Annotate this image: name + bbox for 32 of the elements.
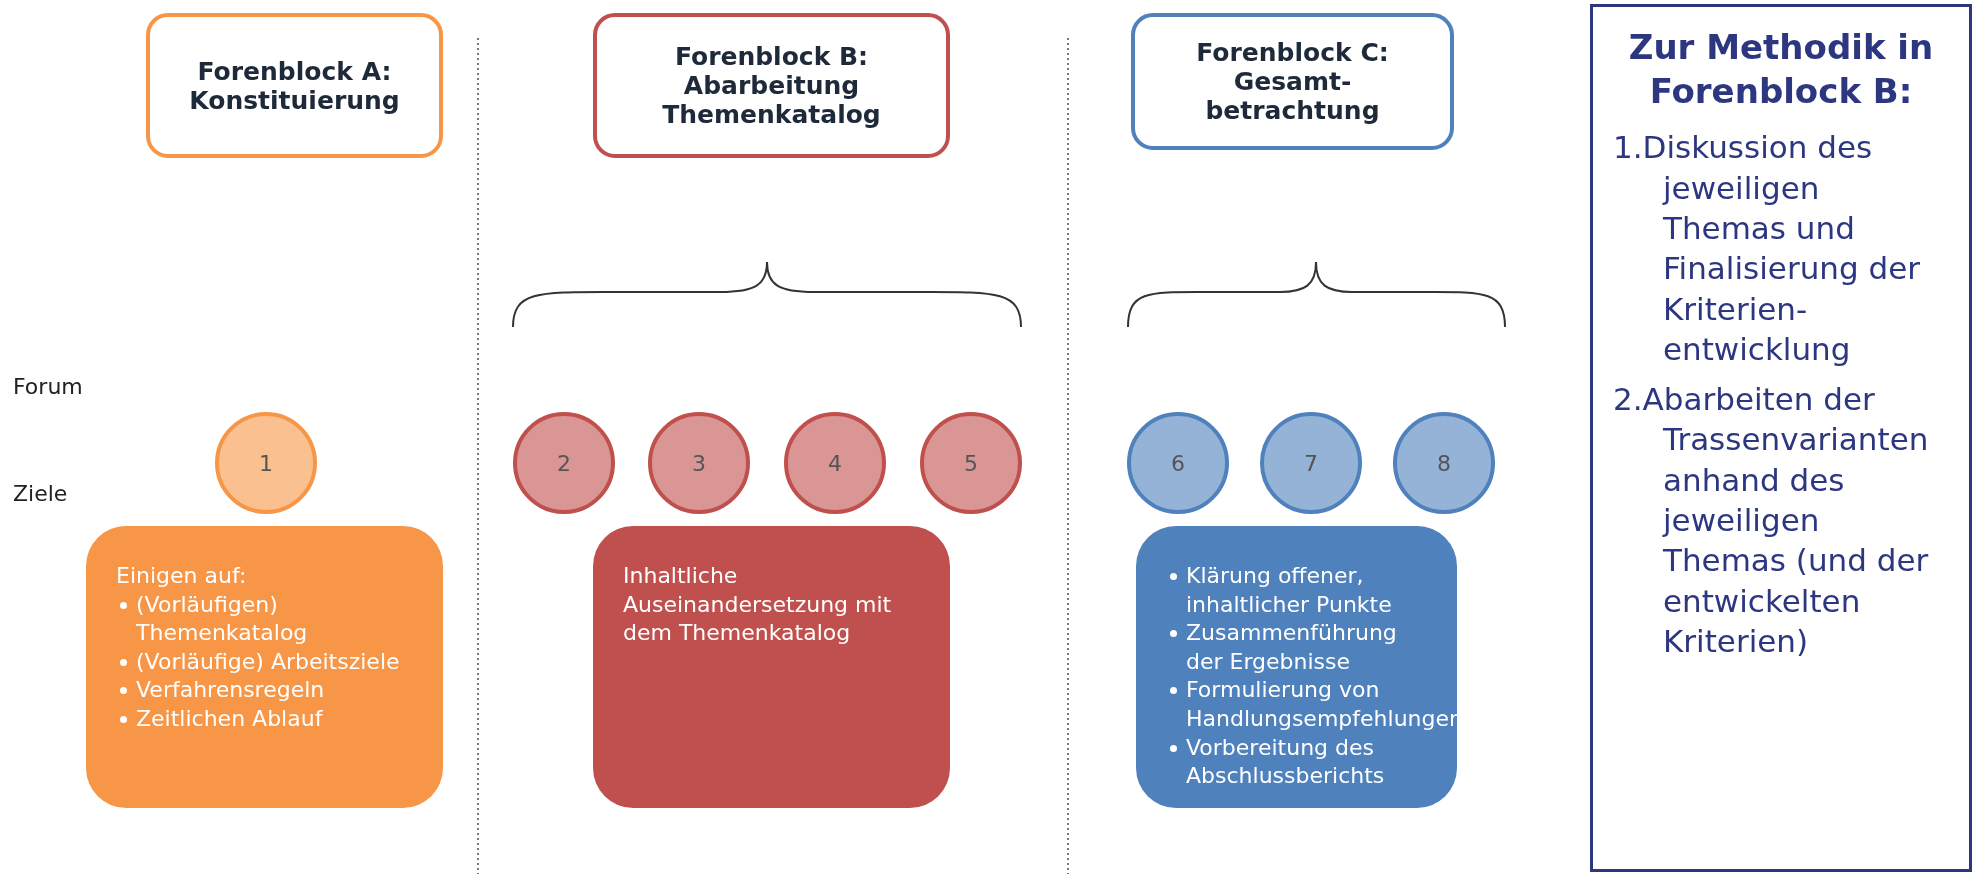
forum-circle: 7 — [1260, 412, 1362, 514]
goals-box — [86, 526, 443, 808]
heading-box — [146, 13, 443, 158]
row-label: Ziele — [13, 481, 68, 506]
heading-text: Forenblock C: Gesamt-betrachtung — [1195, 38, 1390, 125]
goals-text: Einigen auf: — [116, 562, 248, 590]
bullet-text: Zeitlichen Ablauf — [136, 705, 323, 731]
bullet-text: (Vorläufige) Arbeitsziele — [136, 648, 400, 674]
bullet-text: Klärung offener, inhaltlicher Punkte — [1186, 563, 1392, 617]
heading-box — [593, 13, 950, 158]
forum-circle: 2 — [513, 412, 615, 514]
forum-circle: 5 — [920, 412, 1022, 514]
forum-circle: 1 — [215, 412, 317, 514]
heading-text: Forenblock A: Konstituierung — [188, 56, 401, 115]
heading-text: Forenblock B: Abarbeitung Themenkatalog — [661, 42, 882, 129]
goals-box — [593, 526, 950, 808]
forum-circle: 6 — [1127, 412, 1229, 514]
row-label: Forum — [13, 374, 83, 399]
goals-box — [1136, 526, 1457, 808]
bullet-text: Vorbereitung des Abschlussberichts — [1186, 734, 1385, 789]
numbered-item: 2.Abarbeiten der Trassenvarianten anhand des jeweiligen Themas (und der entwickelten Kriterien) — [1613, 380, 1930, 661]
forum-circle: 3 — [648, 412, 750, 514]
forum-circle: 4 — [784, 412, 886, 514]
method-panel — [1590, 4, 1972, 872]
bullet-text: (Vorläufigen) Themenkatalog — [136, 591, 308, 646]
forum-circle: 8 — [1393, 412, 1495, 514]
heading-box — [1131, 13, 1454, 150]
bullet-text: Zusammenführung der Ergebnisse — [1186, 620, 1397, 674]
numbered-item: 1.Diskussion des jeweiligen Themas und Finalisierung der Kriterien-entwicklung — [1613, 128, 1921, 369]
panel-heading: Zur Methodik in Forenblock B: — [1627, 26, 1935, 114]
goals-text: Inhaltliche Auseinandersetzung mit dem Themenkatalog — [623, 562, 893, 648]
bullet-text: Verfahrensregeln — [136, 677, 325, 703]
